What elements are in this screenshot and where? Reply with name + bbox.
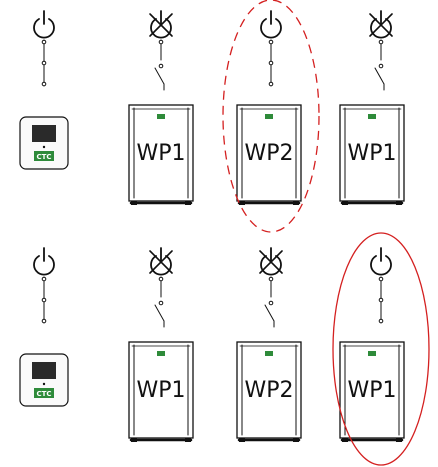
- foot: [293, 201, 299, 205]
- unit-column-2: WP2: [236, 247, 302, 442]
- heat-pump-cabinet: [339, 341, 405, 439]
- heat-pump-unit: WP2: [236, 341, 302, 442]
- power-off-icon: [369, 10, 393, 39]
- contact-point: [378, 63, 384, 69]
- closed-switch: [41, 39, 47, 87]
- controller-unit: CTC: [19, 116, 69, 170]
- unit-column-2: WP2: [222, 0, 320, 233]
- foot: [396, 201, 402, 205]
- foot: [185, 201, 191, 205]
- foot: [131, 438, 137, 442]
- unit-label: WP1: [347, 141, 396, 166]
- heat-pump-cabinet: [236, 341, 302, 439]
- power-on-icon: [370, 247, 392, 276]
- contact-point: [158, 63, 164, 69]
- brand-logo: [34, 388, 54, 398]
- contact-point: [158, 39, 164, 45]
- power-on-icon: [370, 10, 392, 39]
- unit-column-1: WP1: [128, 10, 194, 205]
- contact-point: [268, 81, 274, 87]
- contact-point: [41, 81, 47, 87]
- contact-point: [41, 39, 47, 45]
- brand-badge: [368, 351, 376, 356]
- brand-badge: [368, 114, 376, 119]
- foot: [342, 201, 348, 205]
- heat-pump-cabinet: [128, 341, 194, 439]
- closed-switch: [378, 276, 384, 324]
- foot: [185, 438, 191, 442]
- unit-label: WP2: [244, 141, 293, 166]
- controller-unit: CTC: [19, 353, 69, 407]
- brand-badge: [265, 351, 273, 356]
- open-switch: [154, 39, 165, 91]
- brand-text: CTC: [36, 153, 51, 161]
- contact-point: [378, 39, 384, 45]
- brand-badge: [157, 114, 165, 119]
- unit-label: WP1: [136, 378, 185, 403]
- unit-column-3: WP1: [332, 232, 430, 466]
- foot: [396, 438, 402, 442]
- contact-point: [268, 39, 274, 45]
- controller-display: [32, 362, 56, 379]
- heat-pump-unit: WP1: [128, 104, 194, 205]
- power-on-icon: [260, 247, 282, 276]
- controller-column: CTC: [19, 10, 69, 170]
- closed-switch: [268, 39, 274, 87]
- brand-text: CTC: [36, 390, 51, 398]
- open-switch: [154, 276, 165, 328]
- contact-point: [268, 300, 274, 306]
- row-1: CTC WP1 WP2 WP1: [19, 0, 405, 233]
- highlight-ellipse: [222, 0, 320, 233]
- power-off-icon: [259, 247, 283, 276]
- heat-pump-cabinet: [339, 104, 405, 202]
- power-on-icon: [260, 10, 282, 39]
- brand-badge: [157, 351, 165, 356]
- contact-point: [158, 300, 164, 306]
- contact-point: [268, 276, 274, 282]
- unit-label: WP1: [136, 141, 185, 166]
- unit-label: WP2: [244, 378, 293, 403]
- foot: [342, 438, 348, 442]
- heat-pump-unit: WP1: [339, 341, 405, 442]
- contact-point: [41, 318, 47, 324]
- heat-pump-unit: WP1: [339, 104, 405, 205]
- contact-point: [41, 297, 47, 303]
- heat-pump-cabinet: [236, 104, 302, 202]
- highlight-ellipse: [332, 232, 430, 466]
- row-2: CTC WP1 WP2 WP1: [19, 232, 430, 466]
- foot: [239, 201, 245, 205]
- contact-point: [378, 318, 384, 324]
- contact-point: [41, 60, 47, 66]
- brand-logo: [34, 151, 54, 161]
- foot: [293, 438, 299, 442]
- unit-label: WP1: [347, 378, 396, 403]
- unit-column-1: WP1: [128, 247, 194, 442]
- contact-point: [158, 276, 164, 282]
- contact-point: [41, 276, 47, 282]
- contact-point: [268, 60, 274, 66]
- closed-switch: [41, 276, 47, 324]
- power-off-icon: [149, 10, 173, 39]
- controller-display: [32, 125, 56, 142]
- brand-badge: [265, 114, 273, 119]
- power-off-icon: [149, 247, 173, 276]
- contact-point: [378, 297, 384, 303]
- open-switch: [264, 276, 275, 328]
- heat-pump-unit: WP2: [236, 104, 302, 205]
- heat-pump-cabinet: [128, 104, 194, 202]
- open-switch: [374, 39, 385, 91]
- power-on-icon: [33, 10, 55, 39]
- foot: [239, 438, 245, 442]
- heat-pump-unit: WP1: [128, 341, 194, 442]
- foot: [131, 201, 137, 205]
- power-on-icon: [150, 247, 172, 276]
- contact-point: [378, 276, 384, 282]
- unit-column-3: WP1: [339, 10, 405, 205]
- controller-column: CTC: [19, 247, 69, 407]
- power-on-icon: [33, 247, 55, 276]
- power-on-icon: [150, 10, 172, 39]
